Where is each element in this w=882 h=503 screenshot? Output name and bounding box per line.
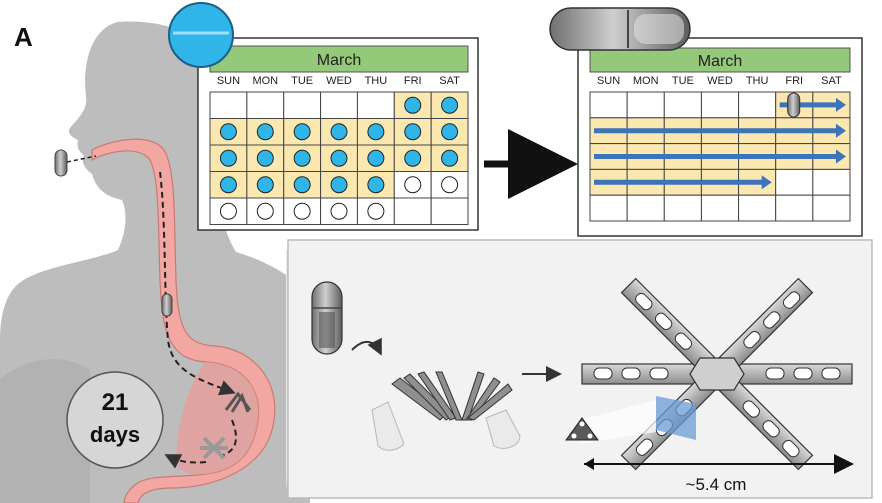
calendar-cell <box>700 194 740 222</box>
weekday-label: WED <box>707 75 733 87</box>
pill-icon <box>168 2 234 68</box>
pill-remaining-icon <box>293 202 311 220</box>
weekday-label: WED <box>326 75 352 87</box>
weekday-label: THU <box>746 75 769 87</box>
calendar-cell <box>626 194 665 222</box>
capsule-icon <box>161 293 173 317</box>
pill-remaining-icon <box>256 202 274 220</box>
duration-number: 21 <box>102 389 129 416</box>
pill-taken-icon <box>367 149 385 167</box>
calendar-cell <box>738 91 777 119</box>
pill-remaining-icon <box>367 202 385 220</box>
weekday-label: FRI <box>404 75 422 87</box>
calendar-cell <box>775 168 814 196</box>
calendar-cell <box>626 91 665 119</box>
pill-remaining-icon <box>404 176 422 194</box>
weekday-label: FRI <box>785 75 803 87</box>
pill-taken-icon <box>441 149 459 167</box>
pill-taken-icon <box>293 176 311 194</box>
weekday-label: SAT <box>821 75 842 87</box>
pill-taken-icon <box>330 123 348 141</box>
pill-taken-icon <box>256 149 274 167</box>
transit-path-lower <box>168 419 237 463</box>
calendar-cell <box>812 194 851 222</box>
pill-taken-icon <box>330 176 348 194</box>
calendar-cell <box>812 168 851 196</box>
weekday-label: THU <box>365 75 388 87</box>
capsule-icon <box>54 149 68 177</box>
pill-taken-icon <box>219 123 237 141</box>
weekday-label: TUE <box>672 75 694 87</box>
pill-taken-icon <box>404 123 422 141</box>
calendar-cell <box>663 194 702 222</box>
calendar-daily-month: March <box>317 52 361 69</box>
pill-taken-icon <box>330 149 348 167</box>
weekday-label: SAT <box>439 75 460 87</box>
deployment-inset: ~5.4 cm <box>286 239 873 499</box>
gi-tract <box>54 138 276 503</box>
unfolding-device-icon <box>391 371 513 421</box>
calendar-cell <box>663 91 702 119</box>
pill-taken-icon <box>256 176 274 194</box>
calendar-extended: March SUN MON TUE WED THU FRI SAT <box>577 37 863 237</box>
pill-remaining-icon <box>441 176 459 194</box>
calendar-cell <box>589 194 628 222</box>
coverage-arrowhead <box>835 97 846 112</box>
scale-label: ~5.4 cm <box>686 475 747 494</box>
coverage-arrowhead <box>835 123 846 138</box>
calendar-cell <box>700 91 740 119</box>
calendar-cell <box>209 91 248 119</box>
folded-device-icon <box>224 391 252 413</box>
calendar-daily: March SUN MON TUE WED THU FRI SAT <box>197 37 479 231</box>
weekday-label: TUE <box>291 75 313 87</box>
capsule-icon <box>549 7 691 51</box>
pill-remaining-icon <box>219 202 237 220</box>
pill-taken-icon <box>256 123 274 141</box>
calendar-cell <box>430 197 469 225</box>
panel-label: A <box>14 22 33 52</box>
coverage-arrowhead <box>835 149 846 164</box>
calendar-cell <box>320 197 358 225</box>
pill-remaining-icon <box>330 202 348 220</box>
calendar-cell <box>356 91 395 119</box>
calendar-cell <box>775 194 814 222</box>
duration-unit: days <box>90 422 140 447</box>
pill-taken-icon <box>219 149 237 167</box>
esophagus-stomach <box>91 138 276 503</box>
cross-section-plane <box>656 396 696 440</box>
pill-taken-icon <box>367 123 385 141</box>
weekday-label: SUN <box>217 75 240 87</box>
pill-taken-icon <box>367 176 385 194</box>
pill-taken-icon <box>219 176 237 194</box>
calendar-cell <box>589 91 628 119</box>
calendar-cell <box>283 91 322 119</box>
transit-path <box>159 171 236 396</box>
calendar-extended-month: March <box>698 53 742 70</box>
calendar-cell <box>393 197 432 225</box>
star-device-icon <box>565 277 853 471</box>
pill-taken-icon <box>293 149 311 167</box>
pill-taken-icon <box>293 123 311 141</box>
pill-taken-icon <box>404 96 422 114</box>
pill-taken-icon <box>441 96 459 114</box>
capsule-shell-icon <box>371 401 521 451</box>
pill-taken-icon <box>404 149 422 167</box>
calendar-cell <box>738 194 777 222</box>
coverage-arrowhead <box>761 175 772 190</box>
weekday-label: MON <box>252 75 278 87</box>
duration-badge: 21 days <box>66 371 164 469</box>
calendar-cell <box>246 91 285 119</box>
stomach-icon <box>176 362 259 475</box>
weekday-label: MON <box>633 75 659 87</box>
weekday-label: SUN <box>597 75 620 87</box>
star-core <box>689 357 745 391</box>
pill-taken-icon <box>441 123 459 141</box>
star-device-icon <box>200 436 228 460</box>
calendar-cell <box>320 91 358 119</box>
capsule-icon <box>311 281 343 355</box>
capsule-icon <box>787 92 801 118</box>
